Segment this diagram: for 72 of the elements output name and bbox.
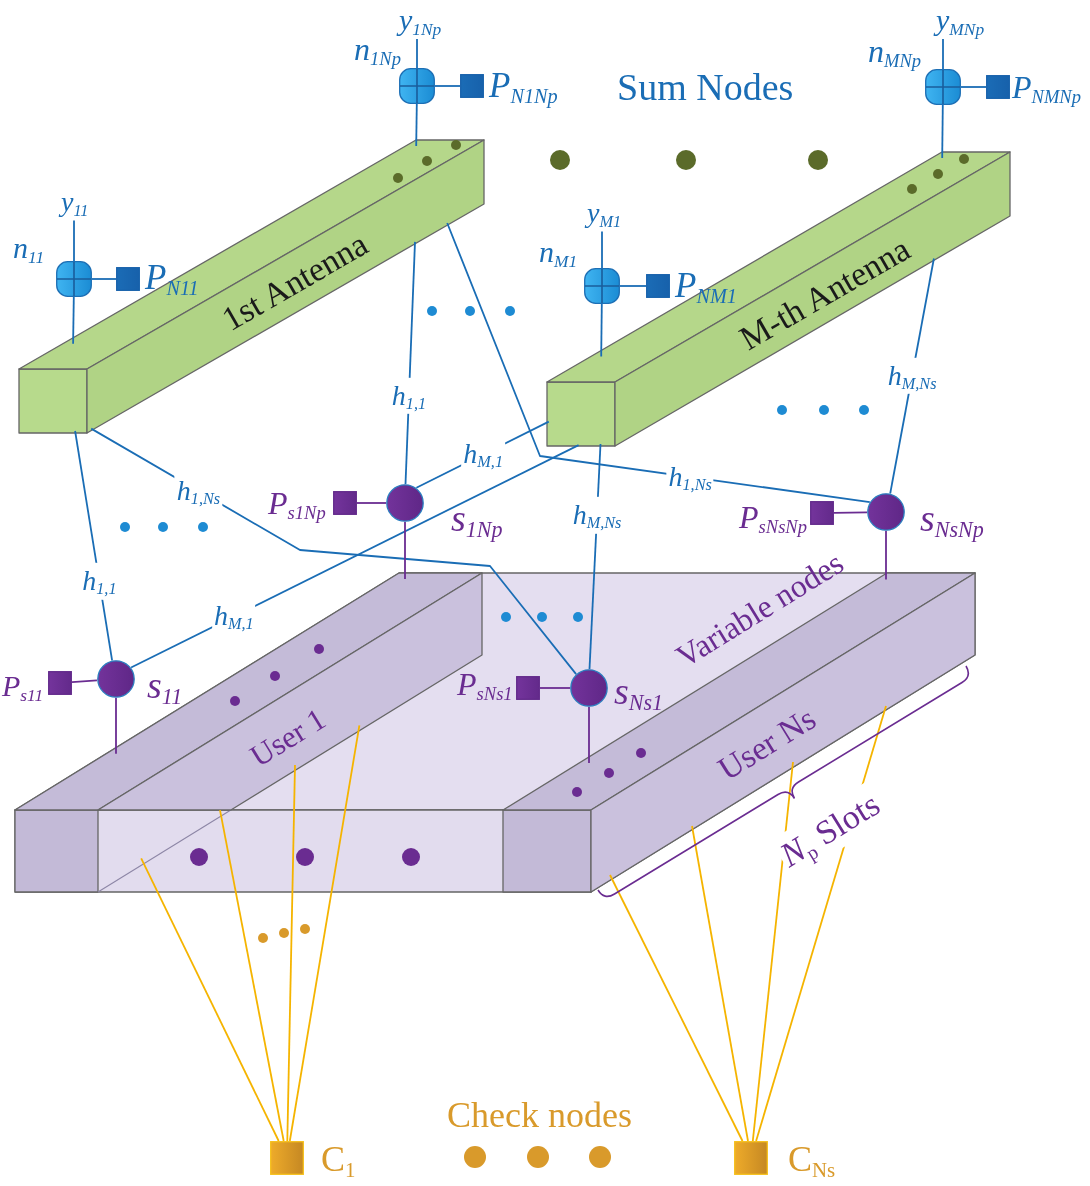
sum-node — [584, 268, 620, 304]
connector-line — [609, 874, 744, 1142]
sum-node — [925, 69, 961, 105]
factor-square — [48, 671, 72, 695]
connector-line — [288, 724, 361, 1142]
check-node — [270, 1141, 304, 1175]
connector-line — [416, 38, 418, 69]
factor-label: P$_{sNsNp}$ — [738, 498, 808, 539]
signal-label: y$_{1Np}$ — [397, 0, 444, 39]
variable-node — [386, 484, 424, 522]
connector-line — [434, 85, 461, 87]
sum-node-label: n$_{M1}$ — [538, 234, 579, 271]
factor-square — [646, 274, 670, 298]
edge-label: h$_{M,Ns}$ — [570, 497, 624, 534]
check-node-label: C$_{1}$ — [320, 1138, 357, 1183]
variable-label: s$_{1Np}$ — [450, 496, 504, 544]
factor-square — [333, 491, 357, 515]
signal-label: y$_{11}$ — [59, 184, 91, 221]
sum-node — [399, 68, 435, 104]
connector-line — [588, 706, 590, 764]
signal-label: y$_{M1}$ — [585, 195, 624, 232]
factor-label: P$_{NM1}$ — [674, 265, 738, 309]
factor-square — [116, 267, 140, 291]
factor-label: P$_{N1Np}$ — [488, 65, 559, 109]
variable-label: s$_{11}$ — [146, 663, 184, 711]
connector-line — [73, 219, 75, 262]
connector-line — [219, 809, 285, 1142]
connector-line — [691, 825, 749, 1142]
factor-label: P$_{sNs1}$ — [456, 665, 514, 706]
connector-line — [140, 857, 280, 1142]
section-heading: Check nodes — [446, 1094, 633, 1137]
connector-line — [885, 530, 887, 581]
connector-line — [960, 86, 987, 88]
connector-line — [601, 230, 603, 269]
variable-node — [97, 660, 135, 698]
check-node — [734, 1141, 768, 1175]
edge-label: h$_{M,Ns}$ — [885, 357, 939, 394]
connector-line — [446, 222, 871, 503]
connector-line — [115, 697, 117, 755]
sum-node-label: n$_{MNp}$ — [867, 32, 923, 73]
factor-label: P$_{N11}$ — [144, 257, 200, 301]
user-label: User 1 — [242, 700, 333, 776]
connector-line — [286, 764, 296, 1142]
connector-line — [415, 103, 418, 147]
variable-node — [570, 669, 608, 707]
factor-square — [810, 501, 834, 525]
connector-line — [90, 427, 577, 675]
sum-node-label: n$_{11}$ — [12, 230, 46, 267]
variable-label: s$_{Ns1}$ — [613, 669, 665, 717]
factor-label: P$_{NMNp}$ — [1011, 68, 1082, 109]
variable-node — [867, 493, 905, 531]
connector-line — [941, 104, 944, 159]
connector-line — [619, 285, 647, 287]
connector-line — [91, 278, 117, 280]
check-node-label: C$_{Ns}$ — [787, 1138, 837, 1183]
sum-node — [56, 261, 92, 297]
connector-line — [71, 679, 98, 683]
connector-line — [833, 511, 868, 514]
variable-label: s$_{NsNp}$ — [919, 496, 985, 544]
factor-square — [986, 75, 1010, 99]
signal-label: y$_{MNp}$ — [934, 0, 987, 39]
factor-label: P$_{s1Np}$ — [267, 484, 327, 525]
connector-line — [942, 38, 944, 70]
factor-square — [460, 74, 484, 98]
connector-line — [130, 444, 580, 669]
connector-line — [751, 761, 794, 1142]
connector-line — [356, 502, 387, 504]
factor-square — [516, 676, 540, 700]
section-heading: Sum Nodes — [616, 65, 795, 110]
factor-label: P$_{s11}$ — [1, 668, 45, 705]
connector-line — [539, 687, 571, 689]
connector-line — [404, 521, 406, 580]
